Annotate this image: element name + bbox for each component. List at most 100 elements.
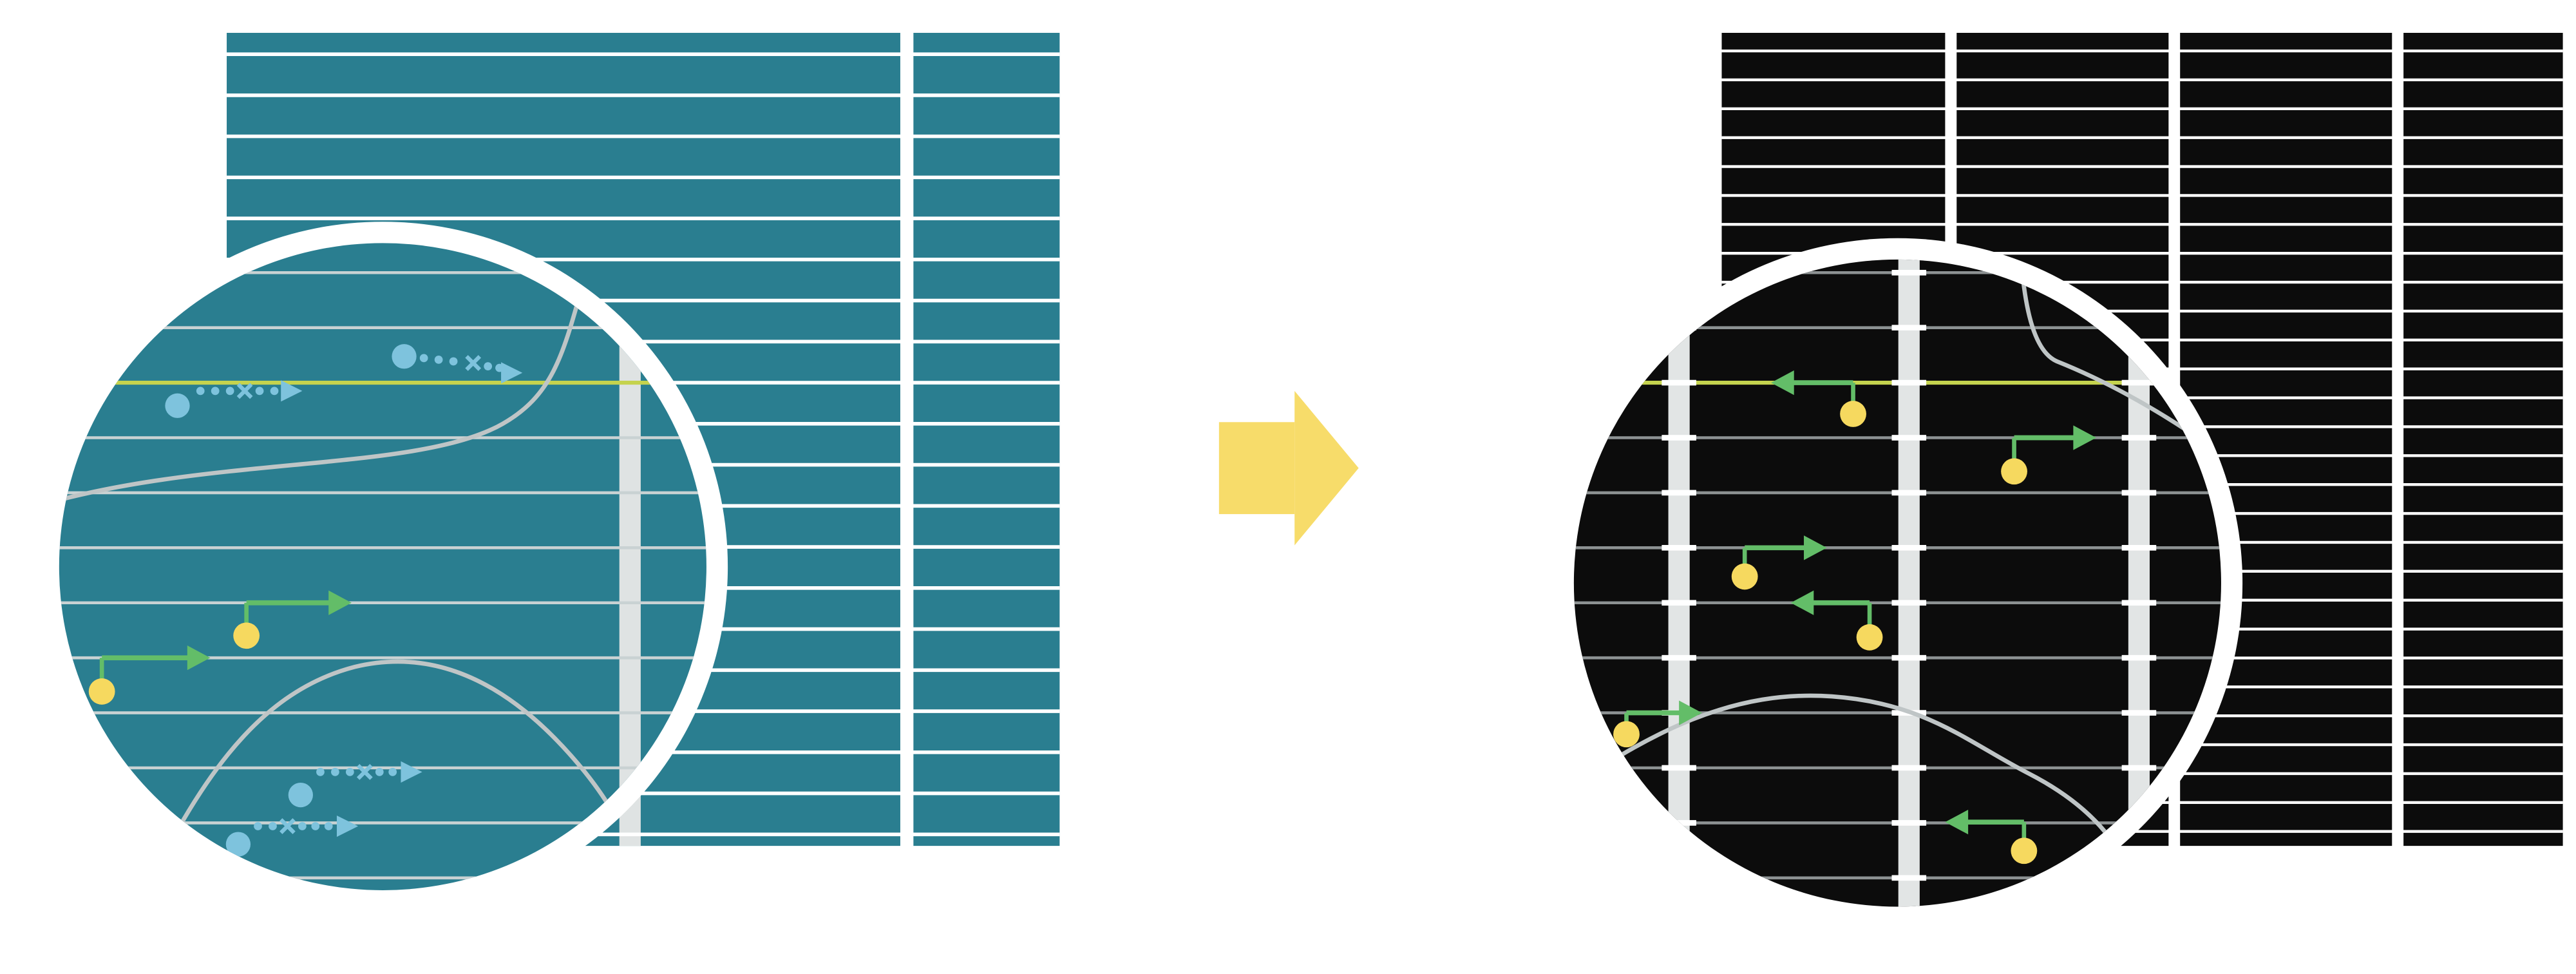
busbar-solder-tick [1891, 269, 1927, 276]
busbar-solder-tick [1891, 820, 1927, 826]
trail-dot [375, 768, 384, 776]
busbar-solder-tick [2121, 875, 2157, 881]
busbar-solder-tick [2121, 710, 2157, 716]
electron-dot [392, 344, 417, 369]
carrier-dot [1731, 563, 1758, 590]
grain-boundary-curve [59, 243, 614, 515]
trail-dot [225, 387, 234, 396]
recombination-x-mark [356, 764, 373, 780]
trail-dot [269, 822, 277, 830]
collected-carrier [1790, 590, 1883, 651]
arrow-shaft [1218, 422, 1295, 515]
trail-dot [211, 387, 220, 396]
collected-carrier [2001, 425, 2097, 485]
busbar-solder-tick [1891, 600, 1927, 606]
carrier-dot [88, 678, 115, 705]
trail-dot [254, 822, 262, 830]
electron-dot [288, 782, 313, 808]
carrier-dot [1856, 624, 1883, 651]
trail-dot [449, 357, 458, 366]
arrow-head [1294, 390, 1359, 546]
busbar-solder-tick [2121, 490, 2157, 496]
trail-dot [331, 768, 339, 776]
collected-carrier [1771, 370, 1866, 427]
busbar-solder-tick [1891, 545, 1927, 551]
busbar-solder-tick [1662, 269, 1696, 276]
busbar-solder-tick [2121, 654, 2157, 661]
recombining-electron [288, 761, 422, 808]
collected-carrier [1945, 810, 2038, 864]
conventional-busbar-cell-segment [913, 32, 1060, 846]
busbar-solder-tick [1662, 654, 1696, 661]
trail-dot [324, 822, 333, 830]
electron-dot [225, 832, 251, 857]
busbar-solder-tick [1891, 490, 1927, 496]
transition-arrow-right-icon [1218, 390, 1359, 546]
electron-arrowhead-icon [336, 815, 359, 837]
electron-arrowhead-icon [401, 761, 422, 783]
busbar-solder-tick [1662, 875, 1696, 881]
trail-dot [419, 354, 428, 363]
right-magnifier [1552, 238, 2243, 928]
trail-dot [270, 387, 279, 396]
busbar-solder-tick [1891, 654, 1927, 661]
carrier-dot [1840, 401, 1866, 427]
busbar-solder-tick [1662, 490, 1696, 496]
collection-arrowhead-icon [1945, 810, 1969, 835]
busbar-solder-tick [2121, 600, 2157, 606]
trail-dot [345, 768, 354, 776]
recombination-x-mark [465, 355, 482, 371]
electron-dot [165, 393, 190, 418]
busbar-solder-tick [2121, 379, 2157, 386]
busbar-solder-tick [1891, 325, 1927, 331]
carrier-dot [1613, 721, 1640, 748]
trail-dot [298, 822, 307, 830]
grain-boundary-curve [1573, 693, 2145, 902]
collection-arrowhead-icon [1804, 535, 1827, 560]
collection-arrowhead-icon [2073, 425, 2097, 450]
electron-arrowhead-icon [281, 380, 303, 402]
collection-arrowhead-icon [187, 645, 211, 671]
busbar-solder-tick [2121, 545, 2157, 551]
left-magnifier-content [59, 243, 706, 890]
trail-dot [196, 387, 205, 396]
busbar-solder-tick [1891, 875, 1927, 881]
trail-dot [434, 356, 443, 364]
recombining-electron [392, 344, 523, 384]
busbar-solder-tick [1662, 435, 1696, 441]
busbar-solder-tick [2121, 765, 2157, 771]
busbar-solder-tick [1662, 765, 1696, 771]
trail-dot [484, 362, 493, 370]
busbar-solder-tick [2121, 435, 2157, 441]
left-magnifier [37, 222, 728, 912]
carrier-dot [2001, 458, 2027, 485]
trail-dot [388, 768, 397, 776]
collected-carrier [88, 645, 211, 705]
recombining-electron [165, 380, 303, 418]
grain-boundary-curve [129, 659, 640, 890]
magnified-busbar [1898, 259, 1920, 907]
busbar-solder-tick [1891, 379, 1927, 386]
collection-arrowhead-icon [328, 590, 352, 615]
recombining-electron [225, 815, 359, 857]
collection-arrowhead-icon [1771, 370, 1794, 396]
collected-carrier [1613, 700, 1702, 748]
collected-carrier [1731, 535, 1827, 590]
carrier-dot [233, 622, 260, 649]
magnified-cell-surface [59, 243, 706, 890]
trail-dot [316, 768, 325, 776]
busbar-solder-tick [1662, 545, 1696, 551]
busbar-solder-tick [1891, 435, 1927, 441]
trail-dot [255, 387, 264, 396]
collected-carrier [233, 590, 352, 649]
busbar-solder-tick [1662, 379, 1696, 386]
recombination-x-mark [236, 383, 253, 399]
collection-arrowhead-icon [1790, 590, 1814, 615]
carrier-dot [2011, 837, 2038, 864]
trail-dot [311, 822, 320, 830]
magnified-busbar [1668, 259, 1690, 907]
multi-busbar-cell-segment [2403, 32, 2563, 846]
busbar-solder-tick [1891, 765, 1927, 771]
